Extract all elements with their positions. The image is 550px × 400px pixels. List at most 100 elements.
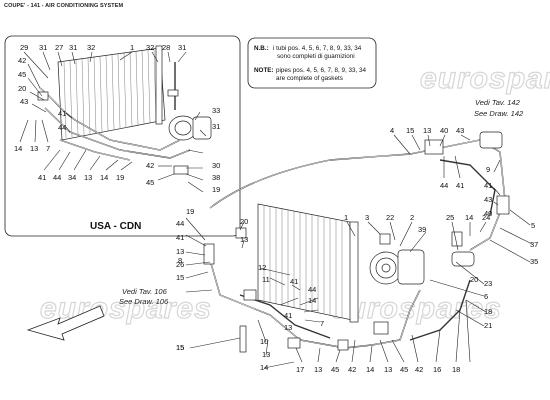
callout: 45 [331, 365, 339, 374]
callout: 40 [484, 209, 492, 218]
inset-callout: 45 [18, 70, 26, 79]
callout: 6 [484, 292, 488, 301]
callout: 42 [348, 365, 356, 374]
callout: 14 [366, 365, 374, 374]
callout: 5 [531, 221, 535, 230]
callout: 10 [260, 337, 268, 346]
callout: 11 [262, 275, 270, 284]
drier [451, 251, 475, 267]
callout: 44 [308, 285, 316, 294]
callout: 22 [386, 213, 394, 222]
callout: 35 [530, 257, 538, 266]
inset-label: USA - CDN [90, 221, 141, 232]
callout: 41 [484, 181, 492, 190]
callout: 18 [484, 307, 492, 316]
callout: 24 [482, 213, 490, 222]
callout: 43 [456, 126, 464, 135]
callout: 13 [240, 235, 248, 244]
main-compressor [369, 233, 425, 285]
callout: 15 [176, 343, 184, 352]
inset-condenser [57, 45, 166, 141]
inset-callout: 45 [146, 178, 154, 187]
callout: 44 [440, 181, 448, 190]
callout: 12 [258, 263, 266, 272]
callout: 37 [530, 240, 538, 249]
note-it-line2: sono completi di guarnizioni [277, 53, 355, 60]
inset-callout: 42 [18, 56, 26, 65]
inset-callout: 31 [212, 122, 220, 131]
note-box: N.B.: i tubi pos. 4, 5, 6, 7, 8, 9, 33, … [247, 37, 377, 89]
inset-usa-cdn: 29 31 27 31 32 1 32 28 31 42 45 20 43 41… [4, 35, 241, 237]
note-it-line1: i tubi pos. 4, 5, 6, 7, 8, 9, 33, 34 [273, 45, 362, 52]
inset-callout: 19 [116, 173, 124, 182]
callout: 45 [400, 365, 408, 374]
inset-callout: 42 [146, 161, 154, 170]
ref-right-1: Vedi Tav. 142 [475, 98, 521, 107]
callout: 15 [406, 126, 414, 135]
inset-callout: 31 [69, 43, 77, 52]
inset-callout: 31 [178, 43, 186, 52]
callout: 1 [344, 213, 348, 222]
inset-callout: 44 [53, 173, 61, 182]
callout: 25 [446, 213, 454, 222]
callout: 14 [308, 296, 316, 305]
callout: 17 [296, 365, 304, 374]
inset-callout: 32 [87, 43, 95, 52]
callout: 44 [176, 219, 184, 228]
callout: 18 [452, 365, 460, 374]
inset-callout: 38 [212, 173, 220, 182]
callout: 8 [178, 256, 182, 265]
inset-callout: 27 [55, 43, 63, 52]
callout: 20 [470, 275, 478, 284]
callout: 14 [465, 213, 473, 222]
direction-arrow-icon [26, 305, 105, 341]
callout: 15 [176, 273, 184, 282]
inset-callout: 13 [30, 144, 38, 153]
callout: 41 [284, 311, 292, 320]
inset-callout: 41 [38, 173, 46, 182]
inset-callout: 30 [212, 161, 220, 170]
inset-callout: 33 [212, 106, 220, 115]
ref-right-2: See Draw. 142 [474, 109, 524, 118]
inset-callout: 14 [14, 144, 22, 153]
inset-callout: 29 [20, 43, 28, 52]
callout: 41 [176, 233, 184, 242]
callout: 23 [484, 279, 492, 288]
inset-callout: 32 [146, 43, 154, 52]
inset-callout: 43 [20, 97, 28, 106]
inset-callout: 1 [130, 43, 134, 52]
callout: 13 [284, 323, 292, 332]
callout: 20 [240, 217, 248, 226]
inset-callout: 44 [58, 123, 66, 132]
callout: 41 [456, 181, 464, 190]
inset-callout: 7 [46, 144, 50, 153]
callout: 14 [260, 363, 268, 372]
ref-left-1: Vedi Tav. 106 [122, 287, 168, 296]
callout: 42 [415, 365, 423, 374]
inset-callout: 31 [39, 43, 47, 52]
callout: 43 [484, 195, 492, 204]
ref-left-2: See Draw. 106 [119, 297, 169, 306]
inset-callout: 20 [18, 84, 26, 93]
callout: 16 [433, 365, 441, 374]
callout: 40 [440, 126, 448, 135]
callout: 19 [186, 207, 194, 216]
callout: 13 [314, 365, 322, 374]
callout: 2 [410, 213, 414, 222]
note-it-label: N.B.: [254, 45, 269, 52]
inset-callout: 19 [212, 185, 220, 194]
inset-callout: 14 [100, 173, 108, 182]
callout: 26 [176, 260, 184, 269]
callout: 3 [365, 213, 369, 222]
callout: 21 [484, 321, 492, 330]
main-condenser [257, 203, 359, 323]
callout: 41 [290, 277, 298, 286]
note-en-line1: pipes pos. 4, 5, 6, 7, 8, 9, 33, 34 [276, 67, 366, 74]
callout: 13 [262, 350, 270, 359]
callout: 13 [384, 365, 392, 374]
callout: 7 [320, 319, 324, 328]
inset-compressor [168, 115, 212, 141]
callout: 13 [423, 126, 431, 135]
inset-callout: 13 [84, 173, 92, 182]
